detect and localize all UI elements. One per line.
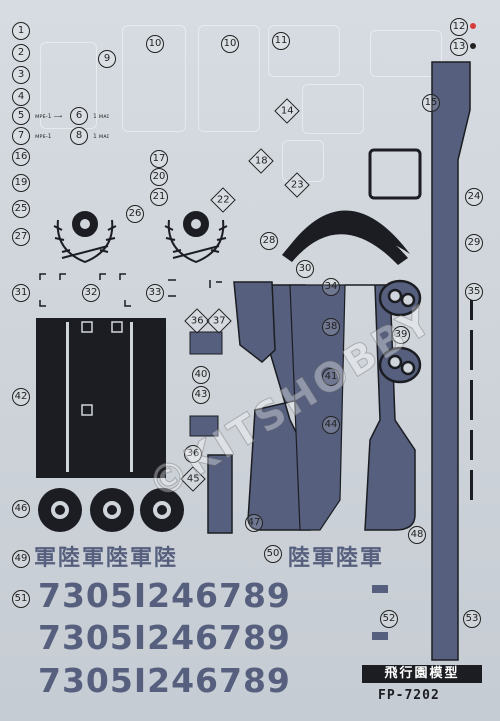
label-17: 17 [150, 150, 168, 168]
squares-52a [372, 585, 388, 593]
label-16: 16 [12, 148, 30, 166]
tick-marks-right [470, 300, 473, 500]
label-28: 28 [260, 232, 278, 250]
label-7: 7 [12, 127, 30, 145]
ghost-panel-right [370, 30, 442, 77]
label-53: 53 [463, 610, 481, 628]
roundel-2 [90, 488, 134, 532]
label-10a: 10 [146, 35, 164, 53]
label-21: 21 [150, 188, 168, 206]
ghost-panel-10a [122, 25, 186, 132]
stencil-5: ᴍᴘᴇ-1 ⟶ [35, 113, 63, 120]
block-45 [207, 454, 233, 534]
label-43: 43 [192, 386, 210, 404]
label-8: 8 [70, 127, 88, 145]
label-33: 33 [146, 284, 164, 302]
label-31: 31 [12, 284, 30, 302]
side-panel-right [345, 284, 416, 531]
label-9: 9 [98, 50, 116, 68]
label-36b: 36 [184, 445, 202, 463]
label-29: 29 [465, 234, 483, 252]
label-1: 1 [12, 22, 30, 40]
label-5: 5 [12, 107, 30, 125]
ghost-panel-18 [282, 140, 324, 182]
label-51: 51 [12, 590, 30, 608]
label-3: 3 [12, 66, 30, 84]
label-44: 44 [322, 416, 340, 434]
label-30: 30 [296, 260, 314, 278]
fuselage-stripe [431, 61, 471, 661]
wreath-emblem-left [53, 211, 117, 264]
label-38: 38 [322, 318, 340, 336]
serial-row-3: 7305I246789 [38, 661, 291, 700]
ghost-panel-9 [40, 42, 97, 129]
serial-row-1: 7305I246789 [38, 576, 291, 615]
panel-37 [233, 281, 276, 363]
stencil-8: 1 ᴍᴀɪ [93, 133, 110, 140]
ring-38 [378, 279, 422, 317]
label-24: 24 [465, 188, 483, 206]
product-code: FP-7202 [378, 688, 440, 703]
label-46: 46 [12, 500, 30, 518]
label-41: 41 [322, 368, 340, 386]
ghost-panel-14 [302, 84, 364, 134]
serial-row-2: 7305I246789 [38, 618, 291, 657]
label-6: 6 [70, 107, 88, 125]
brand-label: 飛行園模型 [362, 665, 482, 683]
label-48: 48 [408, 526, 426, 544]
walkway-sq-c [81, 404, 93, 416]
label-39: 39 [392, 326, 410, 344]
roundel-3 [140, 488, 184, 532]
label-34: 34 [322, 278, 340, 296]
walkway-sq-a [81, 321, 93, 333]
label-47: 47 [245, 514, 263, 532]
canopy-dark [285, 210, 410, 254]
label-13: 13 [450, 38, 468, 56]
label-52: 52 [380, 610, 398, 628]
label-50: 50 [264, 545, 282, 563]
label-26: 26 [126, 205, 144, 223]
label-12: 12 [450, 18, 468, 36]
label-20: 20 [150, 168, 168, 186]
black-dot-13 [470, 43, 476, 49]
roundel-1 [38, 488, 82, 532]
label-15: 15 [422, 94, 440, 112]
walkway-inner-b [130, 322, 133, 472]
stencil-7: ᴍᴘᴇ-1 [35, 133, 52, 140]
label-25: 25 [12, 200, 30, 218]
squares-52b [372, 632, 388, 640]
label-40: 40 [192, 366, 210, 384]
ghost-panel-11 [268, 25, 340, 77]
stencil-6: 1 ᴍᴀɪ [93, 113, 110, 120]
label-2: 2 [12, 44, 30, 62]
label-10b: 10 [221, 35, 239, 53]
corner-brackets [39, 273, 222, 307]
red-dot-12 [470, 23, 476, 29]
block-36a [189, 331, 223, 355]
walkway-sq-b [111, 321, 123, 333]
label-35: 35 [465, 283, 483, 301]
hanzi-left: 軍陸軍陸軍陸 [34, 545, 179, 571]
label-27: 27 [12, 228, 30, 246]
wreath-emblem-right [164, 211, 228, 264]
label-42: 42 [12, 388, 30, 406]
label-19: 19 [12, 174, 30, 192]
walkway-inner-a [66, 322, 69, 472]
ring-39 [378, 346, 422, 384]
label-4: 4 [12, 88, 30, 106]
label-32: 32 [82, 284, 100, 302]
label-11: 11 [272, 32, 290, 50]
block-36b [189, 415, 219, 437]
frame-square [368, 148, 422, 200]
label-49: 49 [12, 550, 30, 568]
hanzi-right: 陸軍陸軍 [288, 545, 385, 571]
ghost-panel-10b [198, 25, 260, 132]
walkway-42 [36, 318, 166, 478]
